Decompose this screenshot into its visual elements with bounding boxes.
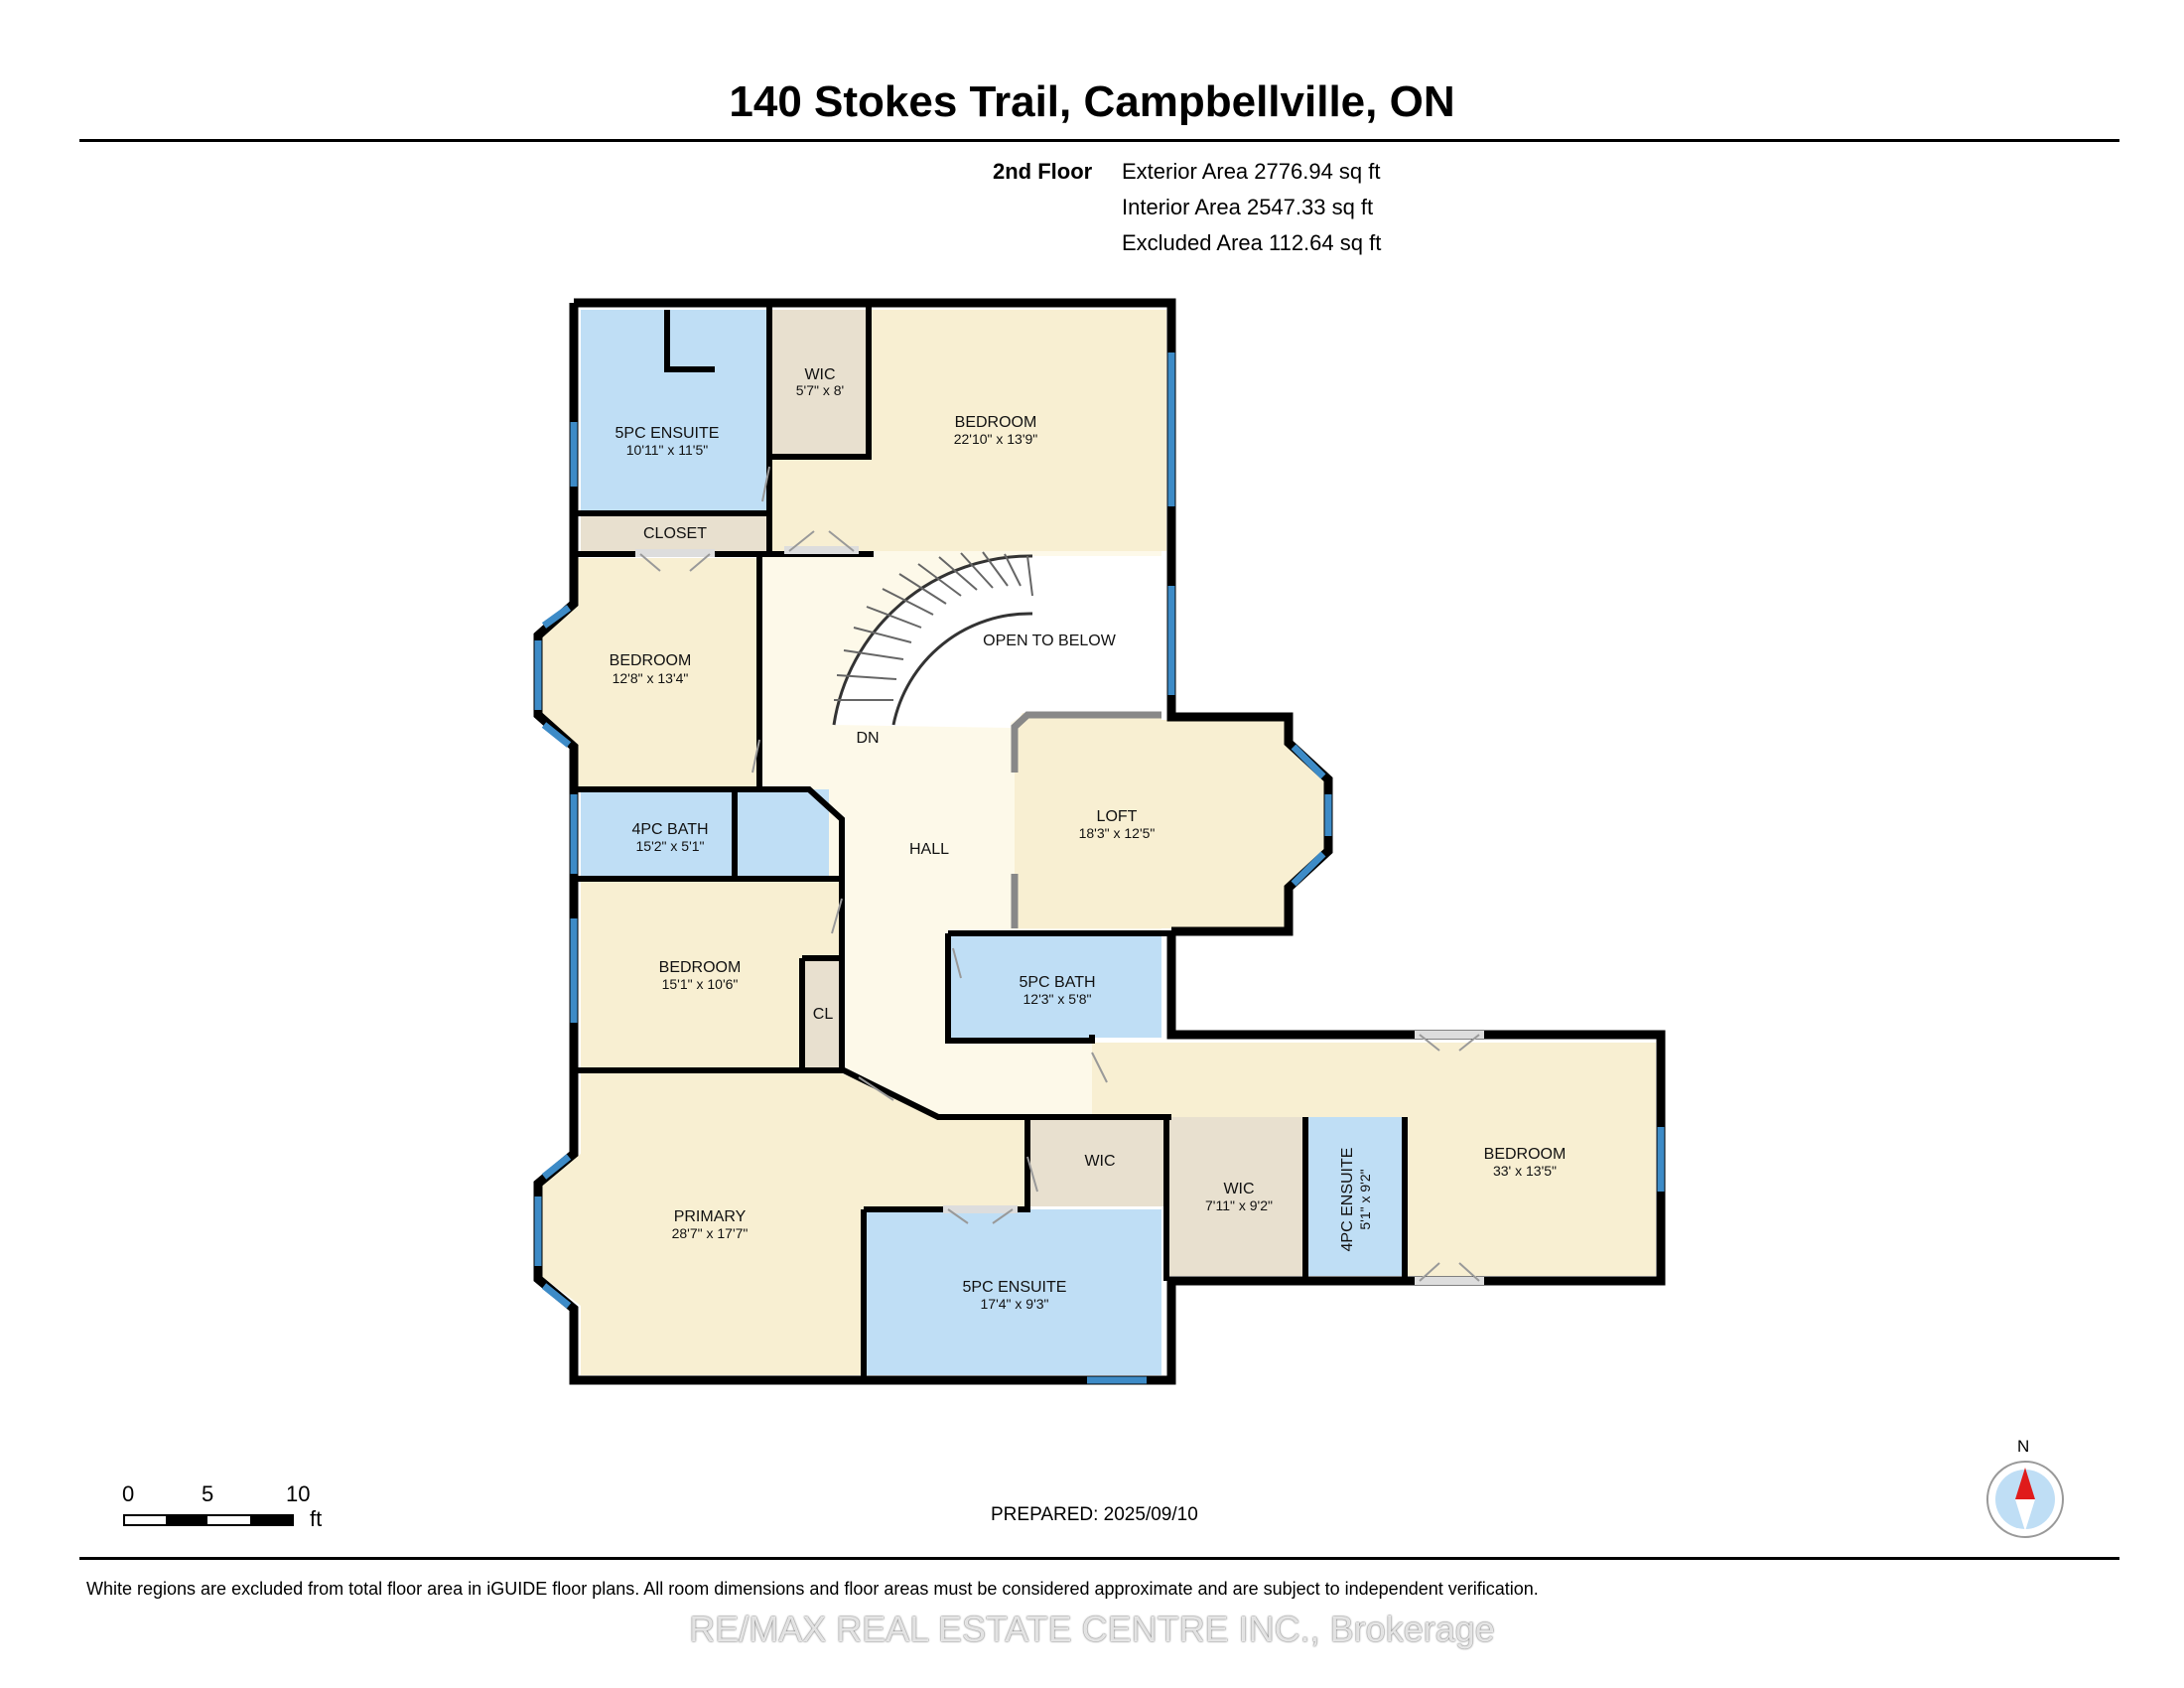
staircase (832, 551, 1033, 726)
wic-right-dim: 7'11" x 9'2" (1205, 1197, 1273, 1213)
page-title: 140 Stokes Trail, Campbellville, ON (729, 77, 1455, 126)
ensuite-top-dim: 10'11" x 11'5" (626, 442, 709, 458)
bath-4pc-name: 4PC BATH (631, 821, 708, 838)
compass-icon (1986, 1461, 2064, 1538)
primary-fill (541, 1072, 1027, 1375)
bath-5pc-fill (948, 933, 1161, 1038)
cl-fill (802, 958, 842, 1069)
footer-rule (79, 1557, 2119, 1560)
open-to-below-area (834, 555, 1161, 728)
wic-top-dim: 5'7" x 8' (796, 382, 844, 398)
loft-fill (1015, 713, 1325, 928)
scale-unit: ft (310, 1506, 323, 1531)
bedroom-mid-name: BEDROOM (659, 959, 742, 976)
wic-top-fill (769, 310, 869, 454)
bedroom-mid-dim: 15'1" x 10'6" (662, 976, 739, 992)
wic-right-fill (1169, 1117, 1303, 1276)
scale-label-5: 5 (202, 1481, 214, 1506)
bath-5pc-dim: 12'3" x 5'8" (1024, 991, 1092, 1007)
bedroom-right-name: BEDROOM (1484, 1146, 1567, 1163)
exterior-area: Exterior Area 2776.94 sq ft (1122, 159, 1381, 184)
bath-4pc-fill (581, 789, 829, 877)
bedroom-right-fill (1092, 1043, 1656, 1276)
cl-label: CL (813, 1006, 834, 1023)
loft-name: LOFT (1097, 808, 1138, 825)
prepared-date: PREPARED: 2025/09/10 (991, 1504, 1198, 1525)
room-fills (541, 310, 1656, 1375)
wic-top-name: WIC (804, 366, 835, 383)
primary-name: PRIMARY (674, 1208, 747, 1225)
ensuite-top-name: 5PC ENSUITE (615, 425, 720, 442)
bedroom-left-fill (541, 558, 759, 789)
excluded-area: Excluded Area 112.64 sq ft (1122, 230, 1382, 255)
dn-label: DN (856, 730, 879, 747)
closet-name: CLOSET (643, 525, 707, 542)
primary-dim: 28'7" x 17'7" (672, 1225, 749, 1241)
windows (534, 352, 1665, 1384)
floor-name: 2nd Floor (993, 159, 1093, 184)
loft-dim: 18'3" x 12'5" (1079, 825, 1156, 841)
bedroom-left-name: BEDROOM (610, 652, 692, 669)
watermark: RE/MAX REAL ESTATE CENTRE INC., Brokerag… (689, 1609, 1495, 1649)
ensuite-4pc-dim: 5'1" x 9'2" (1357, 1169, 1373, 1229)
ensuite-4pc-fill (1308, 1117, 1403, 1276)
ensuite-4pc-name: 4PC ENSUITE (1339, 1148, 1356, 1252)
wic-mid-name: WIC (1084, 1153, 1115, 1170)
header-rule (79, 139, 2119, 142)
hall-label: HALL (909, 841, 949, 858)
bedroom-top-name: BEDROOM (955, 414, 1037, 431)
bath-4pc-dim: 15'2" x 5'1" (636, 838, 705, 854)
interior-area: Interior Area 2547.33 sq ft (1122, 195, 1374, 219)
scale-label-10: 10 (286, 1481, 311, 1506)
bedroom-top-dim: 22'10" x 13'9" (954, 431, 1038, 447)
open-to-below-label: OPEN TO BELOW (983, 633, 1117, 649)
closet-fill (581, 513, 769, 551)
ensuite-bottom-name: 5PC ENSUITE (963, 1279, 1067, 1296)
wic-right-name: WIC (1223, 1181, 1254, 1197)
scale-bar (123, 1514, 294, 1526)
ensuite-bottom-dim: 17'4" x 9'3" (981, 1296, 1049, 1312)
interior-walls (576, 303, 1408, 1380)
ensuite-top-fill (581, 310, 769, 513)
ensuite-bottom-fill (864, 1209, 1161, 1375)
doors (635, 466, 1484, 1285)
bedroom-left-dim: 12'8" x 13'4" (613, 670, 689, 686)
scale-label-0: 0 (122, 1481, 135, 1506)
bath-5pc-name: 5PC BATH (1019, 974, 1095, 991)
wic-mid-fill (1030, 1117, 1164, 1206)
bedroom-mid-fill (581, 877, 839, 1067)
loft-half-walls (1011, 711, 1161, 928)
bedroom-right-dim: 33' x 13'5" (1493, 1163, 1557, 1179)
disclaimer: White regions are excluded from total fl… (86, 1579, 1539, 1599)
room-labels: 5PC ENSUITE 10'11" x 11'5" WIC 5'7" x 8'… (610, 366, 1567, 1312)
compass-north-label: N (2017, 1437, 2030, 1456)
